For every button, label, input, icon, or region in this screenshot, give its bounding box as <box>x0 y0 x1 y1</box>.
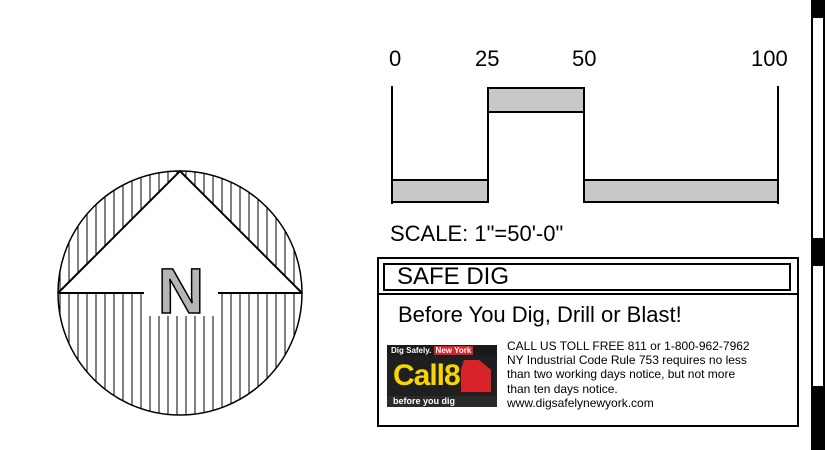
info-line-notice-min: than two working days notice, but not mo… <box>507 367 736 382</box>
info-line-website: www.digsafelynewyork.com <box>507 395 654 410</box>
logo-top-text: Dig Safely. <box>391 346 432 355</box>
scale-label: SCALE: 1"=50'-0" <box>390 221 564 246</box>
safe-dig-headline: Before You Dig, Drill or Blast! <box>398 302 682 327</box>
safe-dig-divider <box>379 293 797 295</box>
scale-tick-100: 100 <box>751 46 788 71</box>
north-arrow-icon: N <box>57 169 303 416</box>
info-line-phone: CALL US TOLL FREE 811 or 1-800-962-7962 <box>507 339 750 353</box>
info-line-rule: NY Industrial Code Rule 753 requires no … <box>507 353 747 368</box>
north-letter: N <box>158 255 204 327</box>
scale-segment-0-25 <box>391 179 489 203</box>
scale-tick-50: 50 <box>572 46 597 71</box>
info-line-notice-max: than ten days notice. <box>507 381 618 396</box>
sheet-border-gap-lower <box>813 266 823 386</box>
scale-tick-0: 0 <box>389 46 402 71</box>
north-arrow-pointer <box>57 169 303 294</box>
safe-dig-panel: SAFE DIG Before You Dig, Drill or Blast!… <box>377 257 799 427</box>
logo-bottom-band: before you dig <box>387 396 497 407</box>
call-811-logo: Dig Safely. New York Call811 before you … <box>387 345 497 407</box>
logo-main-band: Call811 <box>387 356 497 396</box>
scale-segment-50-100 <box>583 179 779 203</box>
sheet-border-edge <box>811 0 825 450</box>
safe-dig-info: CALL US TOLL FREE 811 or 1-800-962-7962 … <box>507 339 750 410</box>
logo-state-text: New York <box>433 346 474 355</box>
logo-top-band: Dig Safely. New York <box>387 345 497 356</box>
sheet-border-gap-upper <box>813 18 823 238</box>
graphic-scale-bar <box>391 86 779 204</box>
scale-tick-25: 25 <box>475 46 500 71</box>
safe-dig-title: SAFE DIG <box>383 263 791 291</box>
scale-segment-25-50 <box>487 87 585 113</box>
